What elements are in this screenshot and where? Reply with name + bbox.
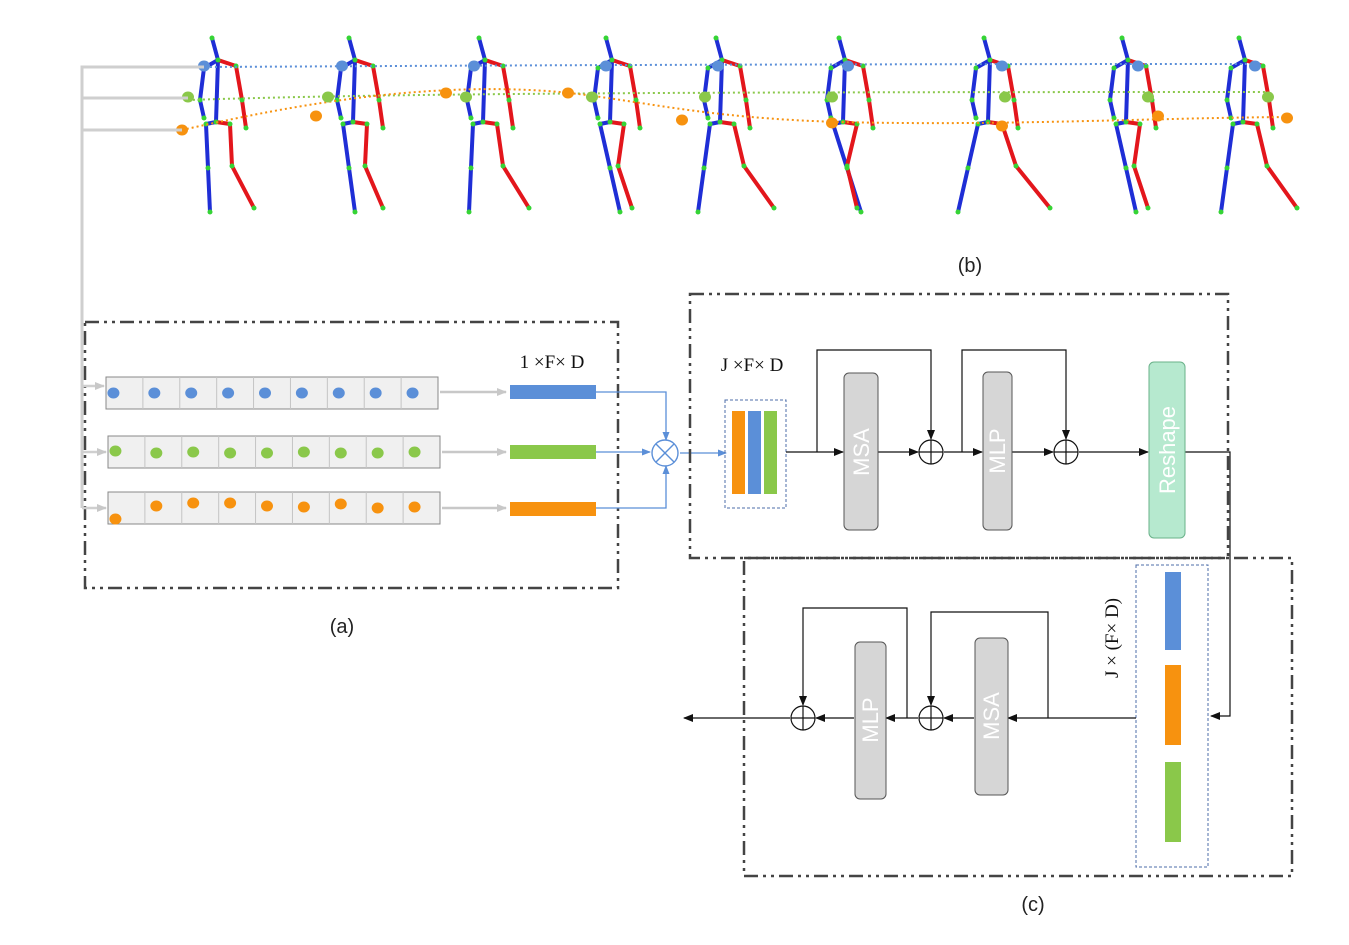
blue-joint-embedding bbox=[510, 385, 596, 399]
svg-text:Reshape: Reshape bbox=[1155, 406, 1180, 494]
reshaped-orange bbox=[1165, 665, 1181, 745]
sequence-row-1 bbox=[105, 376, 439, 410]
caption-b: (b) bbox=[958, 255, 982, 277]
skeleton-frame-8 bbox=[1107, 35, 1159, 215]
stacked-features-box bbox=[724, 399, 787, 509]
caption-c: (c) bbox=[1021, 894, 1044, 916]
embedding-to-concat-lines bbox=[596, 391, 727, 509]
input-arrows-a bbox=[82, 382, 107, 512]
stacked-blue bbox=[748, 411, 761, 494]
panel-a-border bbox=[83, 320, 620, 590]
top-msa-block: MSA bbox=[843, 372, 879, 531]
sequence-row-2 bbox=[107, 435, 441, 469]
concat-operator bbox=[651, 439, 679, 467]
top-add-1 bbox=[918, 439, 944, 465]
green-joint-embedding bbox=[510, 445, 596, 459]
skeleton-frame-5 bbox=[695, 35, 777, 215]
caption-a: (a) bbox=[330, 616, 354, 638]
dim-label-Jx(FxD): J × (F× D) bbox=[1102, 598, 1123, 678]
panel-c-border bbox=[742, 556, 1294, 878]
stacked-green bbox=[764, 411, 777, 494]
bottom-add-1 bbox=[918, 705, 944, 731]
reshape-block: Reshape bbox=[1148, 361, 1186, 539]
stacked-orange bbox=[732, 411, 745, 494]
joint-sequence-rows bbox=[105, 376, 441, 525]
svg-text:MSA: MSA bbox=[979, 692, 1004, 740]
top-mlp-block: MLP bbox=[982, 371, 1013, 531]
bottom-flow-lines bbox=[683, 607, 1136, 722]
blue-joint-trajectory bbox=[204, 63, 1256, 68]
skeleton-frame-2 bbox=[334, 35, 386, 215]
dim-label-JxFxD: J ×F× D bbox=[721, 355, 784, 376]
svg-text:MLP: MLP bbox=[858, 697, 883, 742]
svg-text:MSA: MSA bbox=[849, 428, 874, 476]
dim-label-1xFxD: 1 ×F× D bbox=[520, 352, 585, 373]
row-output-arrows bbox=[440, 388, 507, 512]
sequence-row-3 bbox=[107, 491, 441, 525]
skeleton-frame-3 bbox=[464, 35, 532, 215]
input-connectors bbox=[80, 65, 204, 508]
reshaped-features-box bbox=[1135, 564, 1209, 868]
trajectory-joints bbox=[176, 60, 1293, 136]
orange-joint-trajectory bbox=[181, 88, 1288, 131]
top-flow-lines bbox=[786, 349, 1231, 720]
orange-joint-embedding bbox=[510, 502, 596, 516]
bottom-mlp-block: MLP bbox=[854, 641, 887, 800]
reshaped-blue bbox=[1165, 572, 1181, 650]
bottom-add-2 bbox=[790, 705, 816, 731]
reshaped-green bbox=[1165, 762, 1181, 842]
top-add-2 bbox=[1053, 439, 1079, 465]
bottom-msa-block: MSA bbox=[974, 637, 1009, 796]
joint-trajectories bbox=[181, 63, 1288, 131]
svg-text:MLP: MLP bbox=[985, 428, 1010, 473]
skeleton-frame-4 bbox=[591, 35, 643, 215]
